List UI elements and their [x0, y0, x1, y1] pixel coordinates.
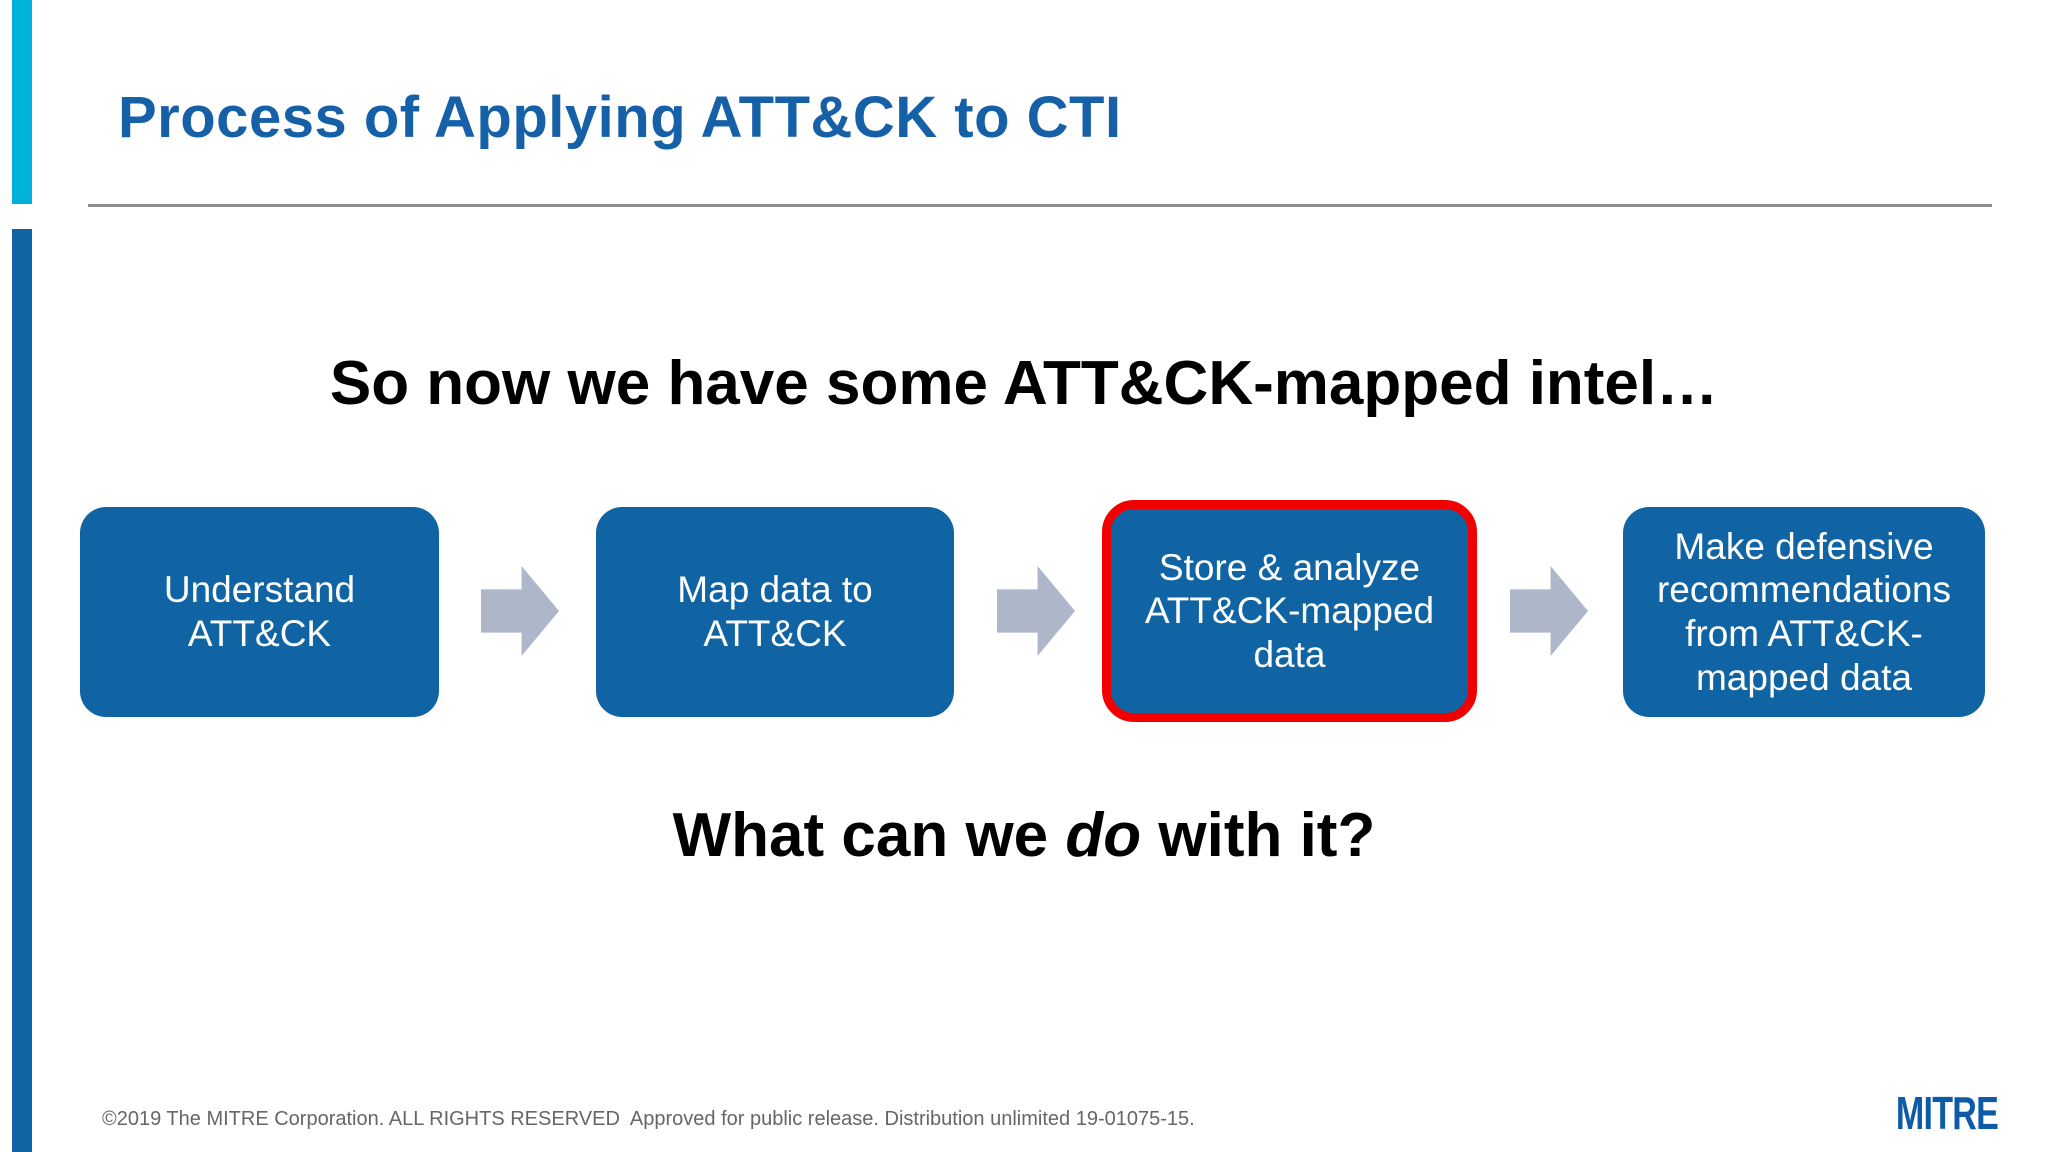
mitre-logo: MITRE: [1895, 1087, 1999, 1139]
flow-step-label: Store & analyze ATT&CK-mapped data: [1144, 546, 1435, 675]
flow-step-label: Make defensive recommendations from ATT&…: [1656, 525, 1952, 698]
accent-bar-blue: [12, 229, 32, 1152]
title-divider: [88, 204, 1992, 207]
flow-step-make-recommendations: Make defensive recommendations from ATT&…: [1623, 507, 1985, 717]
page-title: Process of Applying ATT&CK to CTI: [118, 85, 1122, 150]
arrow-right-icon: [1510, 566, 1588, 656]
flow-step-label: Map data to ATT&CK: [677, 569, 873, 654]
question-text: What can we do with it?: [0, 800, 2048, 871]
flow-step-map-data: Map data to ATT&CK: [596, 507, 954, 717]
question-pre: What can we: [672, 801, 1066, 870]
intro-heading: So now we have some ATT&CK-mapped intel…: [329, 349, 1719, 418]
arrow-right-icon: [481, 566, 559, 656]
flow-step-understand-attack: Understand ATT&CK: [80, 507, 439, 717]
question-post: with it?: [1141, 801, 1376, 870]
flow-step-store-analyze-highlighted: Store & analyze ATT&CK-mapped data: [1102, 500, 1477, 722]
footer-copyright: ©2019 The MITRE Corporation. ALL RIGHTS …: [102, 1108, 1195, 1130]
flow-step-label: Understand ATT&CK: [163, 569, 356, 654]
arrow-right-icon: [997, 566, 1075, 656]
question-emphasis: do: [1065, 801, 1142, 870]
accent-bar-cyan: [12, 0, 32, 204]
